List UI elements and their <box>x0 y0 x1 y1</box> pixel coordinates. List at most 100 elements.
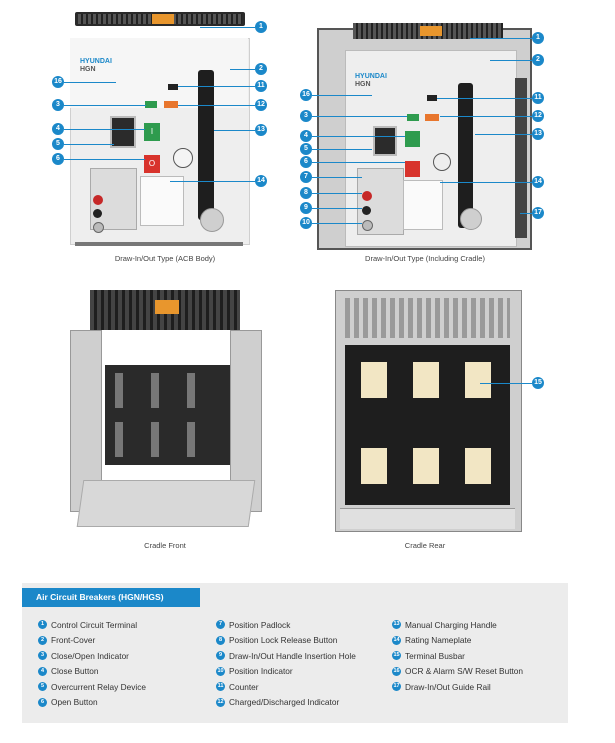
acb-cradle-figure: HYUNDAI HGN <box>315 18 532 250</box>
circle-window-b <box>433 153 451 171</box>
callout-7-b: 7 <box>300 171 312 183</box>
counter-b <box>427 95 437 101</box>
cradle-front-figure <box>60 290 270 535</box>
legend-number: 5 <box>38 682 47 692</box>
legend-label: Rating Nameplate <box>405 635 472 646</box>
padlock-red[interactable] <box>93 195 103 205</box>
leader-8-b <box>312 193 362 194</box>
callout-1-b: 1 <box>532 32 544 44</box>
leader-14-b <box>440 182 532 183</box>
busbar-4 <box>361 448 387 484</box>
legend-label: Manual Charging Handle <box>405 619 497 630</box>
rear-top-vents <box>345 298 510 338</box>
base-plate <box>76 480 256 527</box>
callout-12-a: 12 <box>255 99 267 111</box>
leader-7-b <box>312 177 362 178</box>
indicator-orange-b <box>425 114 439 121</box>
close-button-b[interactable] <box>405 131 420 147</box>
leader-3-b <box>312 116 407 117</box>
callout-3-a: 3 <box>52 99 64 111</box>
legend-label: Counter <box>229 681 259 692</box>
guide-rail <box>515 78 527 238</box>
legend-number: 17 <box>392 682 401 692</box>
busbar-3 <box>465 362 491 398</box>
legend-number: 6 <box>38 697 47 707</box>
leader-2-b <box>490 60 532 61</box>
circular-window <box>173 148 193 168</box>
callout-13-a: 13 <box>255 124 267 136</box>
leader-16-b <box>312 95 372 96</box>
callout-12-b: 12 <box>532 110 544 122</box>
leader-15 <box>480 383 532 384</box>
leader-2-a <box>230 69 255 70</box>
indicator-green-b <box>407 114 419 121</box>
leader-4-a <box>64 129 145 130</box>
padlock-b[interactable] <box>362 191 372 201</box>
hole-b[interactable] <box>362 206 371 215</box>
charging-handle-grip <box>200 208 224 232</box>
legend-number: 3 <box>38 651 47 661</box>
close-button[interactable]: I <box>144 123 160 141</box>
legend-label: Charged/Discharged Indicator <box>229 697 340 708</box>
legend-number: 1 <box>38 620 47 630</box>
open-button[interactable]: O <box>144 155 160 173</box>
callout-6-a: 6 <box>52 153 64 165</box>
legend-item: 11 Counter <box>216 679 356 695</box>
busbar-5 <box>413 448 439 484</box>
charging-handle-b[interactable] <box>458 83 473 228</box>
legend-label: OCR & Alarm S/W Reset Button <box>405 666 524 677</box>
legend-item: 16 OCR & Alarm S/W Reset Button <box>392 664 523 680</box>
manual-charging-handle[interactable] <box>198 70 214 220</box>
legend-number: 11 <box>216 682 225 692</box>
leader-6-a <box>64 159 145 160</box>
open-button-b[interactable] <box>405 161 420 177</box>
callout-5-b: 5 <box>300 143 312 155</box>
legend-label: Control Circuit Terminal <box>51 619 138 630</box>
caption-cradle-front: Cradle Front <box>144 541 186 550</box>
legend-item: 17 Draw-In/Out Guide Rail <box>392 679 523 695</box>
callout-4-a: 4 <box>52 123 64 135</box>
legend-number: 8 <box>216 635 225 645</box>
legend-label: Draw-In/Out Handle Insertion Hole <box>229 650 356 661</box>
callout-10-b: 10 <box>300 217 312 229</box>
legend-number: 15 <box>392 651 401 661</box>
leader-9-b <box>312 208 362 209</box>
caption-with-cradle: Draw-In/Out Type (Including Cradle) <box>365 254 485 263</box>
callout-8-b: 8 <box>300 187 312 199</box>
leader-10-b <box>312 223 362 224</box>
legend-number: 4 <box>38 666 47 676</box>
brand-model: HGN <box>80 66 96 73</box>
charged-indicator <box>164 101 178 108</box>
handle-hole[interactable] <box>93 209 102 218</box>
legend-number: 10 <box>216 666 225 676</box>
leader-5-b <box>312 149 372 150</box>
leader-3-a <box>64 105 146 106</box>
callout-15: 15 <box>532 377 544 389</box>
leader-1-b <box>470 38 532 39</box>
caption-cradle-rear: Cradle Rear <box>404 541 446 550</box>
legend-label: Position Padlock <box>229 619 291 630</box>
feet <box>75 242 243 246</box>
leader-1-a <box>200 27 255 28</box>
brand-name-b: HYUNDAI <box>355 73 387 80</box>
terminal-orange-b <box>420 26 442 36</box>
position-b <box>362 220 373 231</box>
front-cover-upper <box>70 38 248 108</box>
legend-label: Draw-In/Out Guide Rail <box>405 681 491 692</box>
callout-4-b: 4 <box>300 130 312 142</box>
cradle-rear-figure <box>335 290 522 535</box>
leader-17-b <box>520 213 532 214</box>
legend-number: 16 <box>392 666 401 676</box>
leader-16-a <box>64 82 116 83</box>
callout-11-a: 11 <box>255 80 267 92</box>
callout-14-a: 14 <box>255 175 267 187</box>
leader-11-b <box>437 98 532 99</box>
leader-13-b <box>475 134 532 135</box>
